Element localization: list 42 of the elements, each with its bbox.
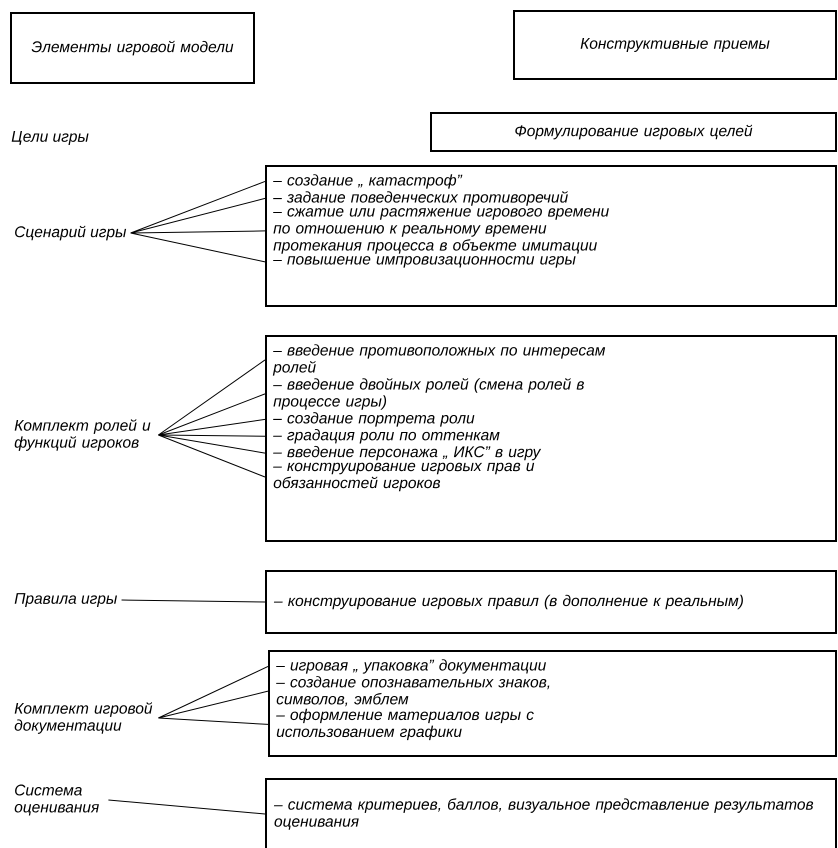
connector-line	[130, 180, 266, 234]
list-item: – повышение импровизационности игры	[273, 256, 576, 268]
connector-line	[158, 359, 266, 436]
list-item: – создание портрета роли	[273, 412, 474, 427]
connector-line	[158, 393, 266, 436]
list-item: – градация роли по оттенкам	[273, 429, 500, 444]
list-box	[265, 165, 837, 307]
list-item: – оформление материалов игры с использованием графики	[276, 708, 534, 740]
list-item: – создание опознавательных знаков, символов, эмблем	[276, 676, 550, 706]
list-item: – сжатие или растяжение игрового времени по отношению к реальному времени протекания процесса в объекте имитации	[273, 208, 609, 254]
category-label: Система оценивания	[14, 784, 99, 816]
list-item: – игровая „ упаковка” документации	[276, 659, 546, 674]
connector-line	[130, 232, 266, 262]
header-box: Формулирование игровых целей	[430, 112, 837, 152]
connector-line	[108, 800, 266, 814]
connector-line	[158, 434, 266, 454]
connector-line	[130, 198, 266, 234]
category-label: Сценарий игры	[15, 226, 126, 240]
connector-line	[158, 690, 268, 718]
header-box: Элементы игровой модели	[10, 12, 255, 84]
connector-line	[158, 418, 266, 436]
list-item: – введение персонажа „ ИКС” в игру	[273, 446, 542, 460]
connector-line	[121, 600, 266, 602]
list-item: – введение двойных ролей (смена ролей в процессе игры)	[273, 378, 584, 410]
connector-line	[158, 666, 268, 718]
list-item: – задание поведенческих противоречий	[273, 191, 568, 206]
text-box: – конструирование игровых правил (в дополнение к реальным)	[265, 570, 837, 634]
connector-line	[158, 434, 266, 478]
list-item: – конструирование игровых прав и обязанностей игроков	[273, 462, 534, 492]
category-label: Цели игры	[12, 131, 89, 145]
connector-line	[130, 230, 266, 234]
category-label: Комплект игровой документации	[14, 702, 152, 734]
connector-line	[158, 718, 268, 725]
text-box: – система критериев, баллов, визуальное представление результатов оценивания	[265, 778, 837, 848]
list-box	[265, 335, 837, 542]
category-label: Правила игры	[14, 593, 117, 607]
header-box: Конструктивные приемы	[513, 10, 837, 80]
list-box	[268, 650, 837, 757]
category-label: Комплект ролей и функций игроков	[14, 419, 150, 451]
list-item: – создание „ катастроф”	[273, 174, 462, 189]
connector-line	[158, 434, 266, 437]
list-item: – введение противоположных по интересам ролей	[272, 344, 606, 376]
